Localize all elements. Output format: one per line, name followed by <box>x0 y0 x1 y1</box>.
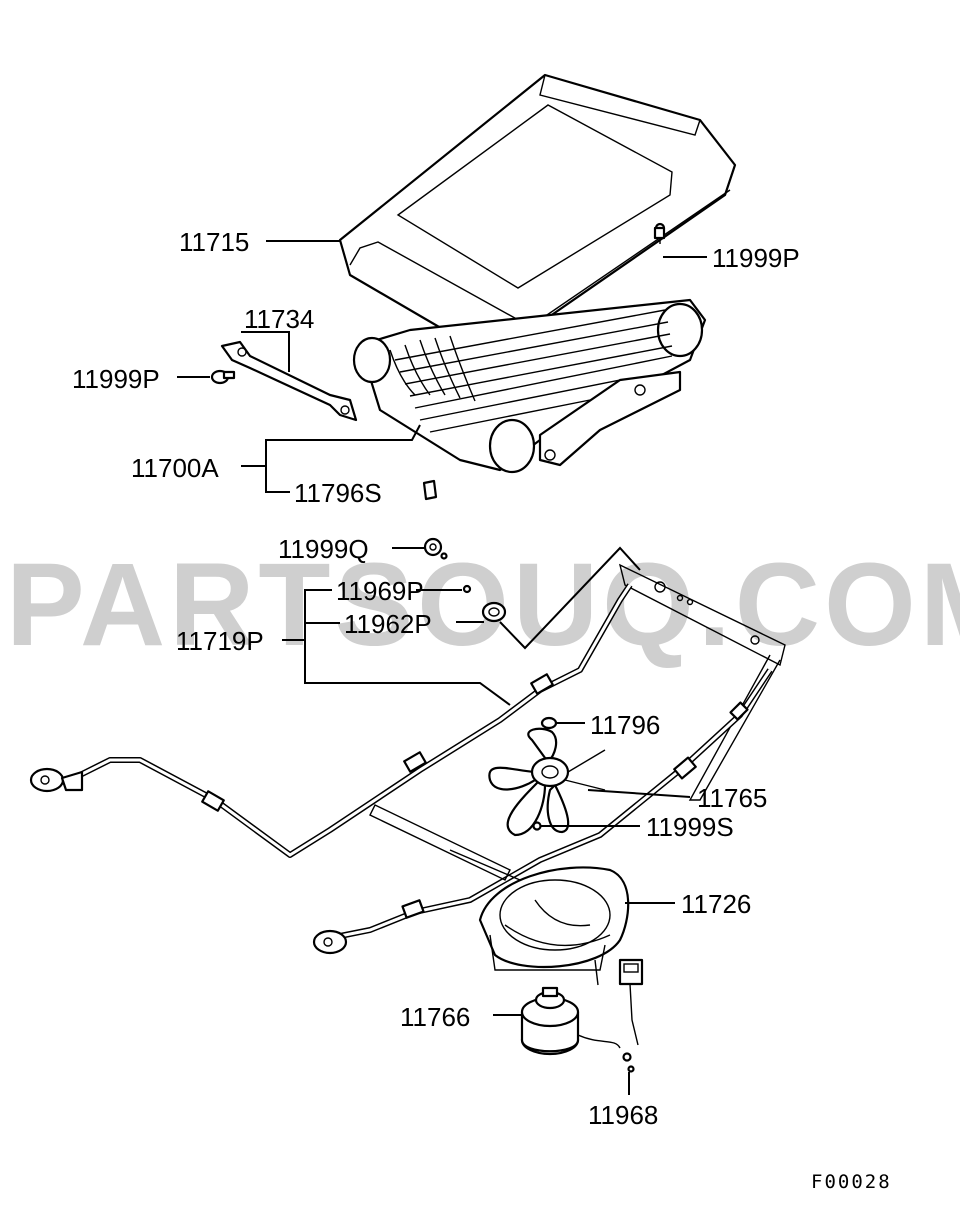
clip-11968 <box>622 1052 635 1073</box>
label-11715: 11715 <box>179 227 249 257</box>
label-11766: 11766 <box>400 1002 470 1032</box>
screw-11999S <box>532 821 542 831</box>
label-11999P-right: 11999P <box>712 243 800 273</box>
label-11719P: 11719P <box>176 626 264 656</box>
watermark: PARTSOUQ.COM <box>6 539 960 671</box>
label-11969P: 11969P <box>336 576 424 606</box>
nut-11796 <box>540 716 558 730</box>
intercooler-11700A-drawing <box>352 298 707 474</box>
label-11999S: 11999S <box>646 812 734 842</box>
bolt-11999P-left <box>210 369 236 385</box>
bolt-11969P <box>462 584 472 594</box>
figure-code: F00028 <box>811 1171 892 1193</box>
label-11726: 11726 <box>681 889 751 919</box>
motor-11766-drawing <box>520 986 621 1056</box>
label-11700A: 11700A <box>131 453 219 483</box>
label-11999P-left: 11999P <box>72 364 160 394</box>
grommet-11962P <box>481 601 507 623</box>
fan-11765-drawing <box>488 727 606 837</box>
label-11999Q: 11999Q <box>278 534 369 564</box>
stay-11734-drawing <box>220 340 358 422</box>
shroud-11726-drawing <box>478 866 630 986</box>
connector-drawing <box>618 958 644 1046</box>
label-11765: 11765 <box>697 783 767 813</box>
harness-11719P-drawing <box>29 563 786 955</box>
label-11796: 11796 <box>590 710 660 740</box>
label-11962P: 11962P <box>344 609 432 639</box>
label-11968: 11968 <box>588 1100 658 1130</box>
cover-11715-drawing <box>338 73 737 347</box>
clip-11796S <box>422 479 438 501</box>
label-11796S: 11796S <box>294 478 382 508</box>
leader-lines <box>177 240 707 1095</box>
bolt-11999P-right <box>653 222 666 244</box>
label-11734: 11734 <box>244 304 314 334</box>
